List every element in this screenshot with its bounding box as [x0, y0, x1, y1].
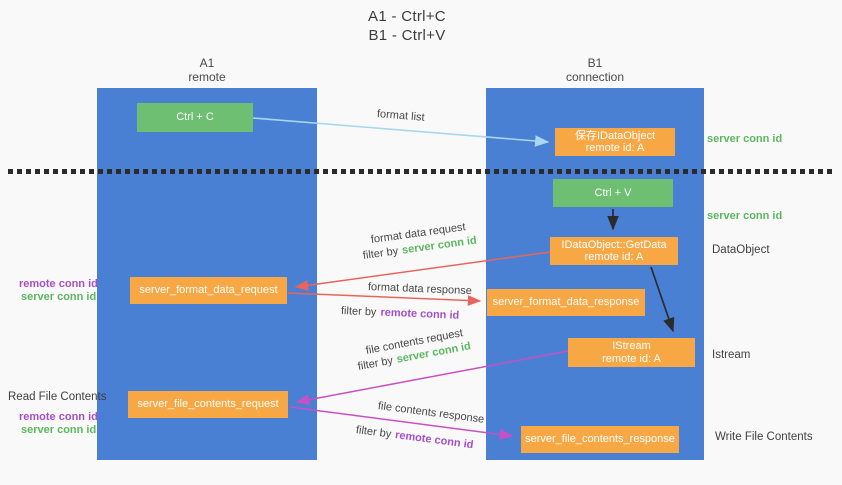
remote-conn-id-side-2: remote conn id — [19, 411, 98, 423]
server-conn-id-side-2: server conn id — [21, 424, 97, 436]
istream-node: IStream remote id: A — [568, 338, 695, 367]
istream-line2: remote id: A — [602, 352, 661, 365]
session-separator-line — [8, 169, 836, 174]
save-idataobject-node: 保存IDataObject remote id: A — [555, 128, 675, 156]
save-idataobject-line1: 保存IDataObject — [574, 129, 656, 142]
getdata-line2: remote id: A — [584, 251, 644, 263]
read-file-contents-label: Read File Contents — [8, 391, 107, 403]
server-format-data-response-node: server_format_data_response — [487, 289, 645, 316]
server-file-contents-response-label: server_file_contents_response — [525, 433, 675, 446]
remote-conn-id-text: remote conn id — [380, 306, 460, 322]
write-file-contents-label: Write File Contents — [715, 431, 813, 443]
server-format-data-response-label: server_format_data_response — [492, 296, 640, 309]
save-idataobject-line2: remote id: A — [585, 142, 645, 154]
ctrl-c-label: Ctrl + C — [176, 111, 214, 124]
lane-header-b1: B1 connection — [486, 56, 704, 84]
lane-a1-name: A1 — [199, 56, 215, 70]
filter-by-text: filter by — [355, 424, 392, 441]
getdata-line1: IDataObject::GetData — [561, 238, 667, 251]
page-title: A1 - Ctrl+C B1 - Ctrl+V — [0, 7, 814, 45]
format-data-response-label: format data response — [367, 281, 473, 298]
ctrl-v-node: Ctrl + V — [553, 179, 673, 207]
filter-by-text: filter by — [340, 305, 377, 319]
idataobject-getdata-node: IDataObject::GetData remote id: A — [550, 237, 678, 265]
remote-conn-id-side-1: remote conn id — [19, 278, 98, 290]
remote-conn-id-text: remote conn id — [394, 429, 475, 452]
lane-b1-role: connection — [565, 70, 625, 84]
istream-side-label: Istream — [712, 349, 751, 361]
server-file-contents-request-node: server_file_contents_request — [128, 391, 288, 418]
title-line-a: A1 - Ctrl+C — [368, 8, 446, 25]
server-conn-id-side-top: server conn id — [707, 133, 783, 145]
istream-line1: IStream — [612, 340, 651, 352]
ctrl-v-label: Ctrl + V — [594, 186, 632, 199]
title-line-b: B1 - Ctrl+V — [368, 27, 446, 44]
server-file-contents-request-label: server_file_contents_request — [137, 398, 279, 411]
ctrl-c-node: Ctrl + C — [137, 103, 253, 132]
filter-by-text: filter by — [362, 245, 399, 262]
lane-b1-name: B1 — [587, 56, 603, 70]
lane-header-a1: A1 remote — [97, 56, 317, 84]
lane-a1-role: remote — [188, 70, 226, 84]
server-format-data-request-label: server_format_data_request — [139, 284, 278, 297]
dataobject-side-label: DataObject — [712, 244, 770, 256]
server-file-contents-response-node: server_file_contents_response — [521, 426, 679, 453]
file-contents-response-label: file contents response — [377, 400, 485, 426]
filter-by-text: filter by — [356, 354, 394, 373]
format-list-label: format list — [376, 108, 426, 124]
server-conn-id-side-mid: server conn id — [707, 210, 783, 222]
server-format-data-request-node: server_format_data_request — [130, 277, 287, 304]
server-conn-id-side-1: server conn id — [21, 291, 97, 303]
